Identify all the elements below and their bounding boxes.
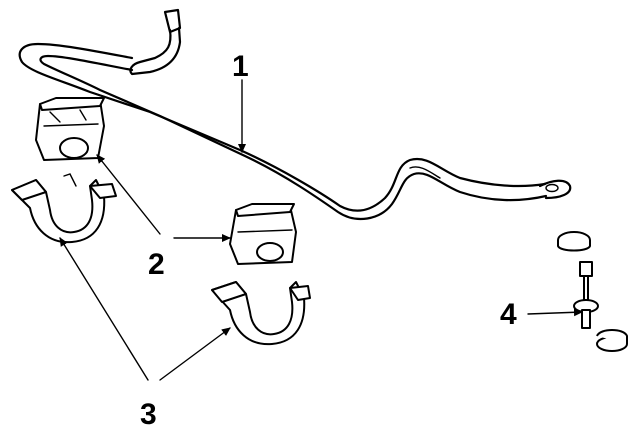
leader-2a bbox=[96, 154, 161, 235]
leader-3a bbox=[59, 237, 149, 381]
bushing-lower bbox=[229, 203, 297, 265]
leader-3b bbox=[159, 327, 231, 381]
callout-1: 1 bbox=[232, 50, 249, 83]
callout-4: 4 bbox=[500, 298, 517, 331]
bracket-lower bbox=[211, 281, 311, 346]
callout-3: 3 bbox=[140, 398, 157, 431]
leader-4 bbox=[527, 308, 583, 317]
stabilizer-bar bbox=[18, 8, 572, 220]
callout-2: 2 bbox=[148, 248, 165, 281]
bushing-upper bbox=[35, 97, 105, 161]
link-kit bbox=[557, 231, 628, 352]
bracket-upper bbox=[11, 173, 117, 244]
